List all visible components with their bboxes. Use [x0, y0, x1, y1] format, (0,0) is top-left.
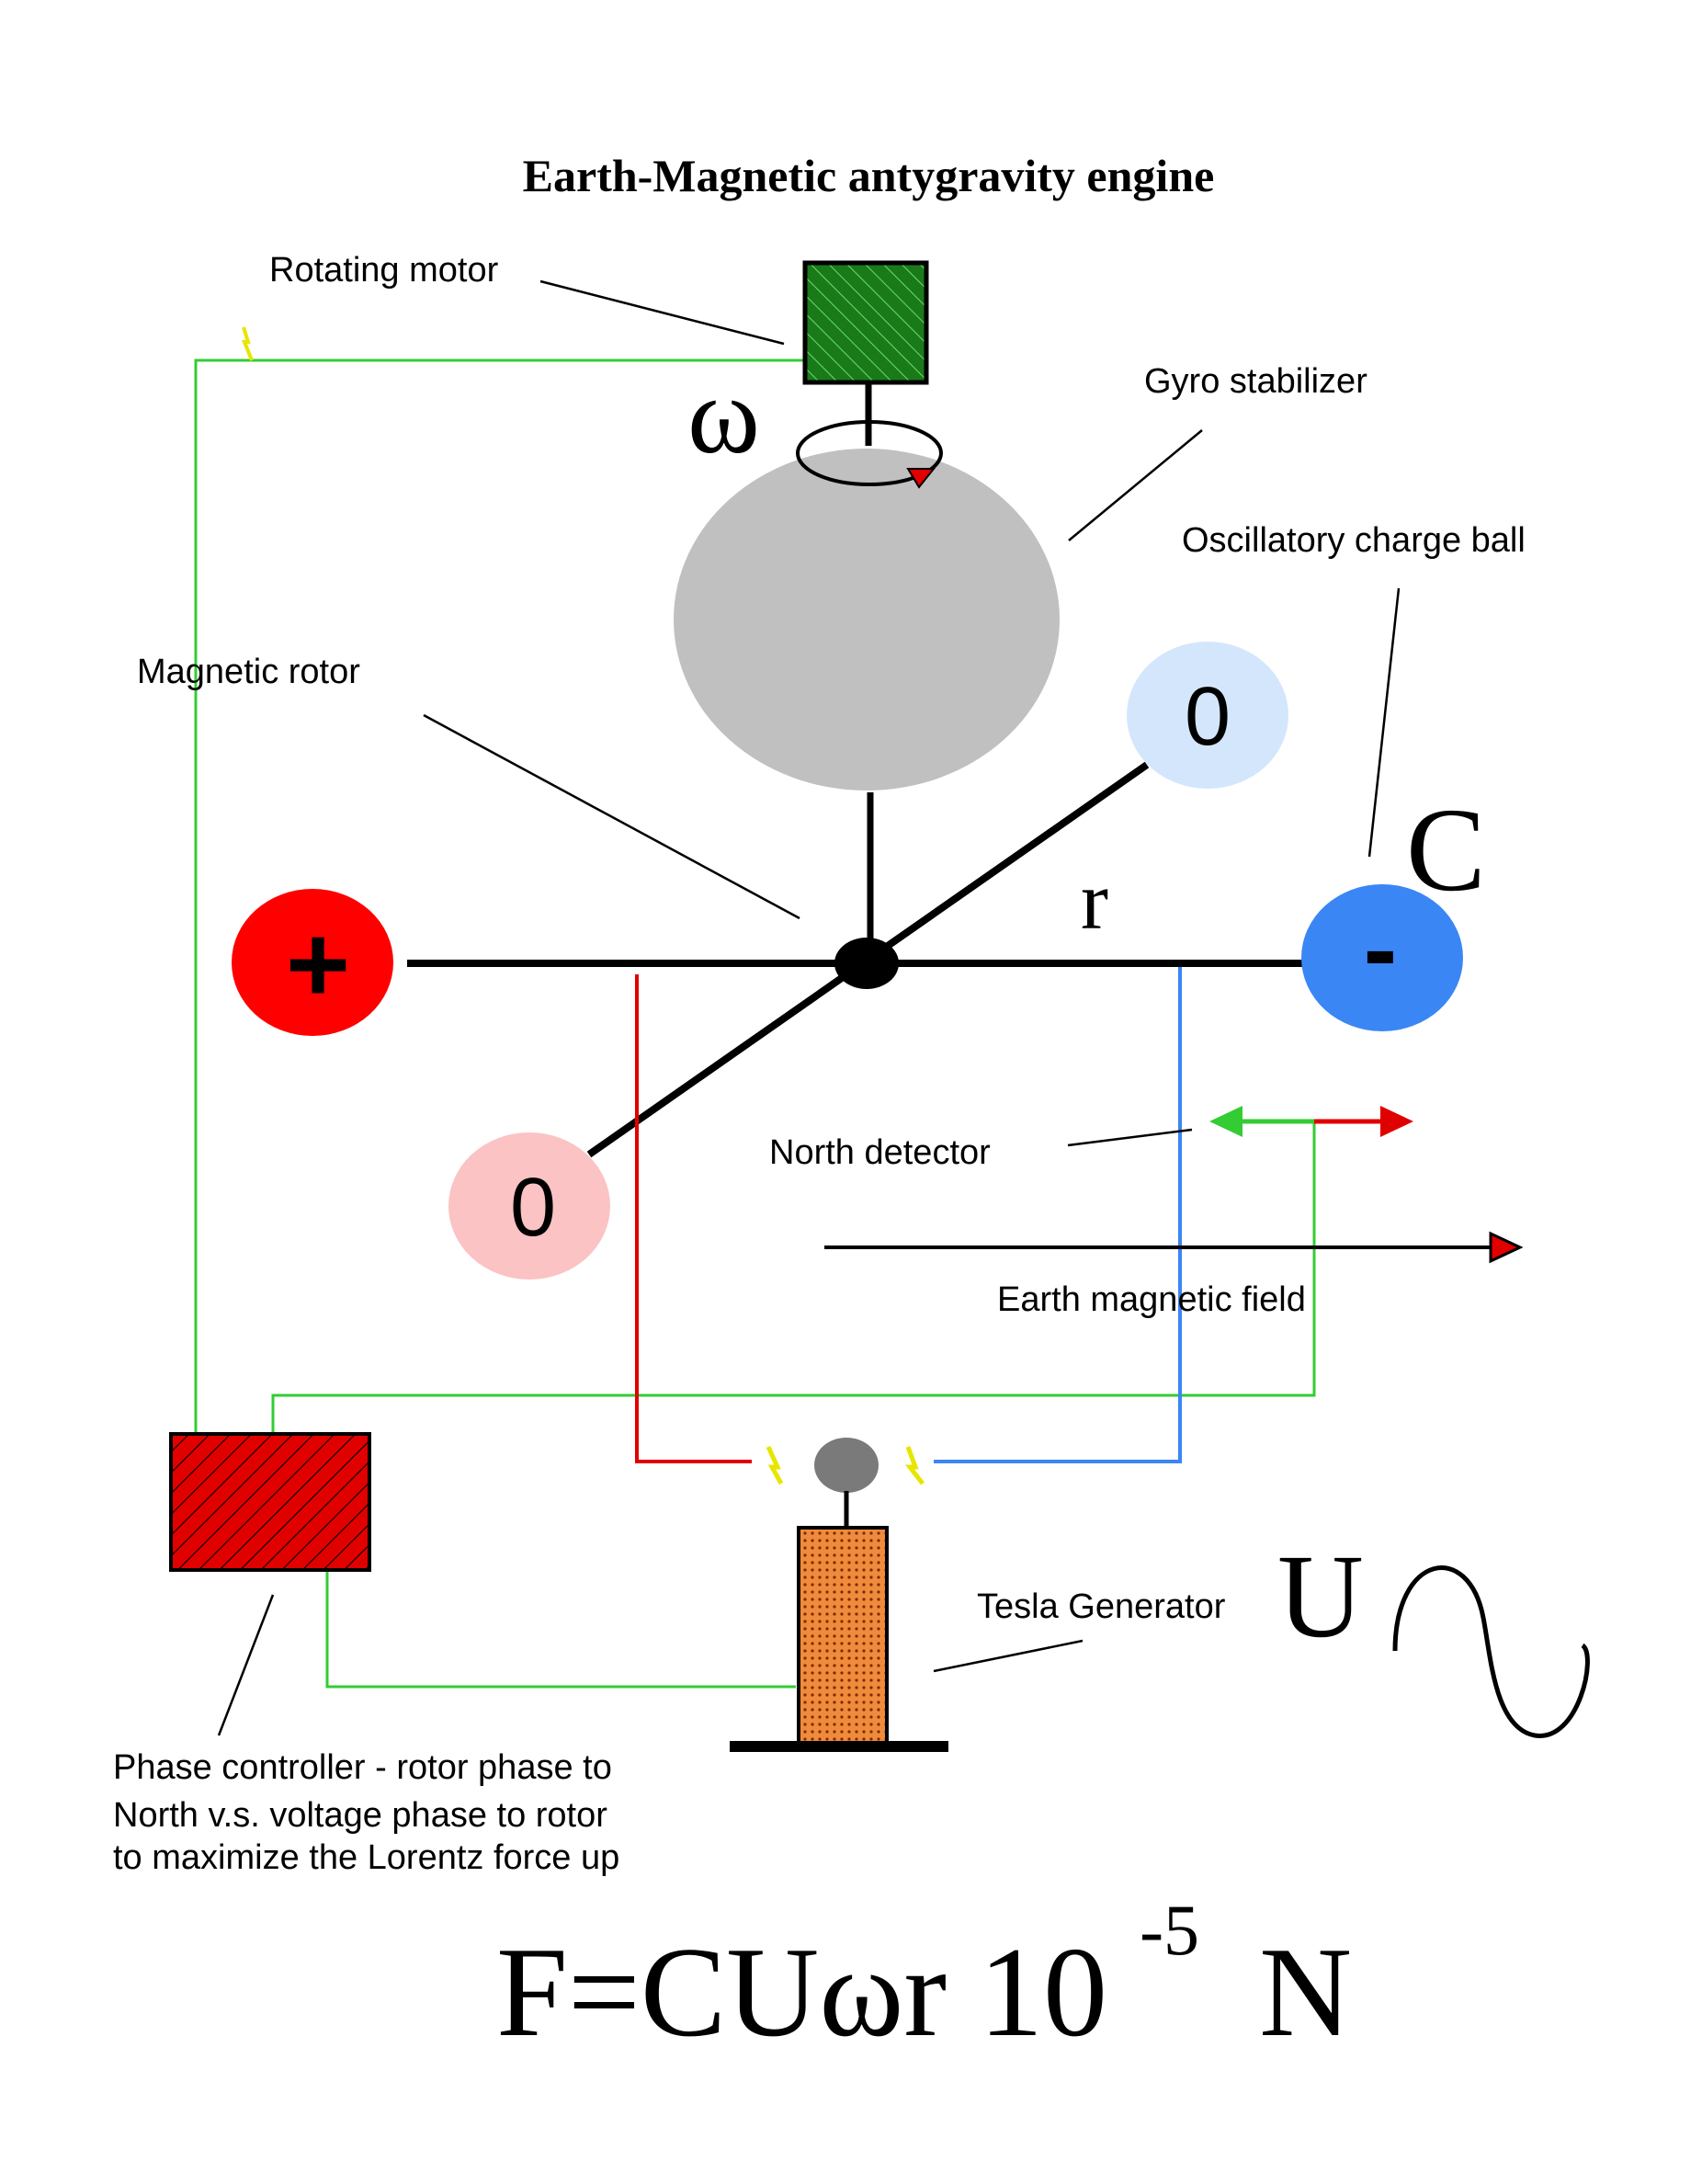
generator-ball — [814, 1438, 879, 1493]
negative-charge-symbol: - — [1364, 893, 1398, 1006]
positive-charge-ball — [232, 889, 393, 1036]
motor-to-controller-wire — [194, 358, 804, 1434]
phase-controller-label-line2: North v.s. voltage phase to rotor — [113, 1796, 607, 1835]
phase-controller — [169, 1432, 371, 1572]
capacitance-symbol: C — [1406, 784, 1486, 916]
omega-symbol: ω — [687, 354, 760, 476]
red-wire — [635, 974, 752, 1463]
force-formula-exponent: -5 — [1140, 1890, 1199, 1970]
right-spark-icon — [904, 1446, 925, 1485]
gyro-stabilizer — [674, 449, 1060, 791]
force-formula: F=CUωr 10 -5 N — [496, 1840, 1352, 2064]
neutral-ball-bottom — [448, 1132, 610, 1280]
tesla-generator — [797, 1526, 889, 1746]
left-spark-icon — [766, 1445, 784, 1485]
motor-wire-spark-icon — [242, 326, 254, 361]
radius-symbol: r — [1081, 856, 1108, 947]
neutral-ball-bottom-label: 0 — [510, 1162, 556, 1254]
force-formula-main: F=CUωr 10 — [496, 1921, 1107, 2064]
green-wires — [194, 358, 1316, 1689]
controller-to-generator-wire — [325, 1570, 796, 1689]
rotor-hub — [834, 938, 899, 989]
magnetic-rotor-label: Magnetic rotor — [137, 653, 360, 691]
positive-charge-symbol: + — [286, 903, 350, 1026]
north-detector-green-arrowhead-icon — [1209, 1106, 1242, 1137]
phase-controller-label-line3: to maximize the Lorentz force up — [113, 1838, 619, 1877]
magnetic-rotor-pointer — [423, 713, 800, 920]
phase-controller-pointer — [217, 1594, 275, 1736]
tesla-generator-pointer — [933, 1639, 1084, 1673]
rotating-motor-label: Rotating motor — [269, 251, 499, 290]
earth-magnetic-field-arrowhead-icon — [1489, 1231, 1524, 1264]
detector-to-controller-wire — [271, 1121, 1316, 1434]
oscillatory-charge-ball-pointer — [1367, 587, 1401, 858]
gyro-stabilizer-pointer — [1068, 429, 1203, 541]
negative-charge-ball — [1301, 884, 1463, 1031]
neutral-ball-top — [1127, 642, 1288, 789]
rotating-motor-pointer — [539, 279, 785, 346]
blue-wire — [934, 967, 1182, 1463]
rotation-arrow — [796, 420, 943, 486]
north-detector-pointer — [1067, 1128, 1193, 1147]
north-detector-red-arrowhead-icon — [1380, 1106, 1413, 1137]
force-formula-unit: N — [1259, 1921, 1352, 2064]
gyro-stabilizer-label: Gyro stabilizer — [1144, 362, 1367, 401]
sine-wave-icon — [1392, 1565, 1590, 1738]
tesla-generator-label: Tesla Generator — [977, 1587, 1226, 1626]
north-detector-label: North detector — [769, 1133, 991, 1172]
earth-magnetic-field-label: Earth magnetic field — [997, 1280, 1306, 1319]
rotation-arrowhead-icon — [906, 468, 936, 489]
diagram-title: Earth-Magnetic antygravity engine — [523, 150, 1215, 201]
neutral-ball-top-label: 0 — [1185, 671, 1231, 763]
oscillatory-charge-ball-label: Oscillatory charge ball — [1182, 521, 1526, 560]
phase-controller-label-line1: Phase controller - rotor phase to — [113, 1748, 612, 1787]
voltage-symbol: U — [1277, 1530, 1364, 1663]
rotating-motor — [802, 260, 929, 385]
